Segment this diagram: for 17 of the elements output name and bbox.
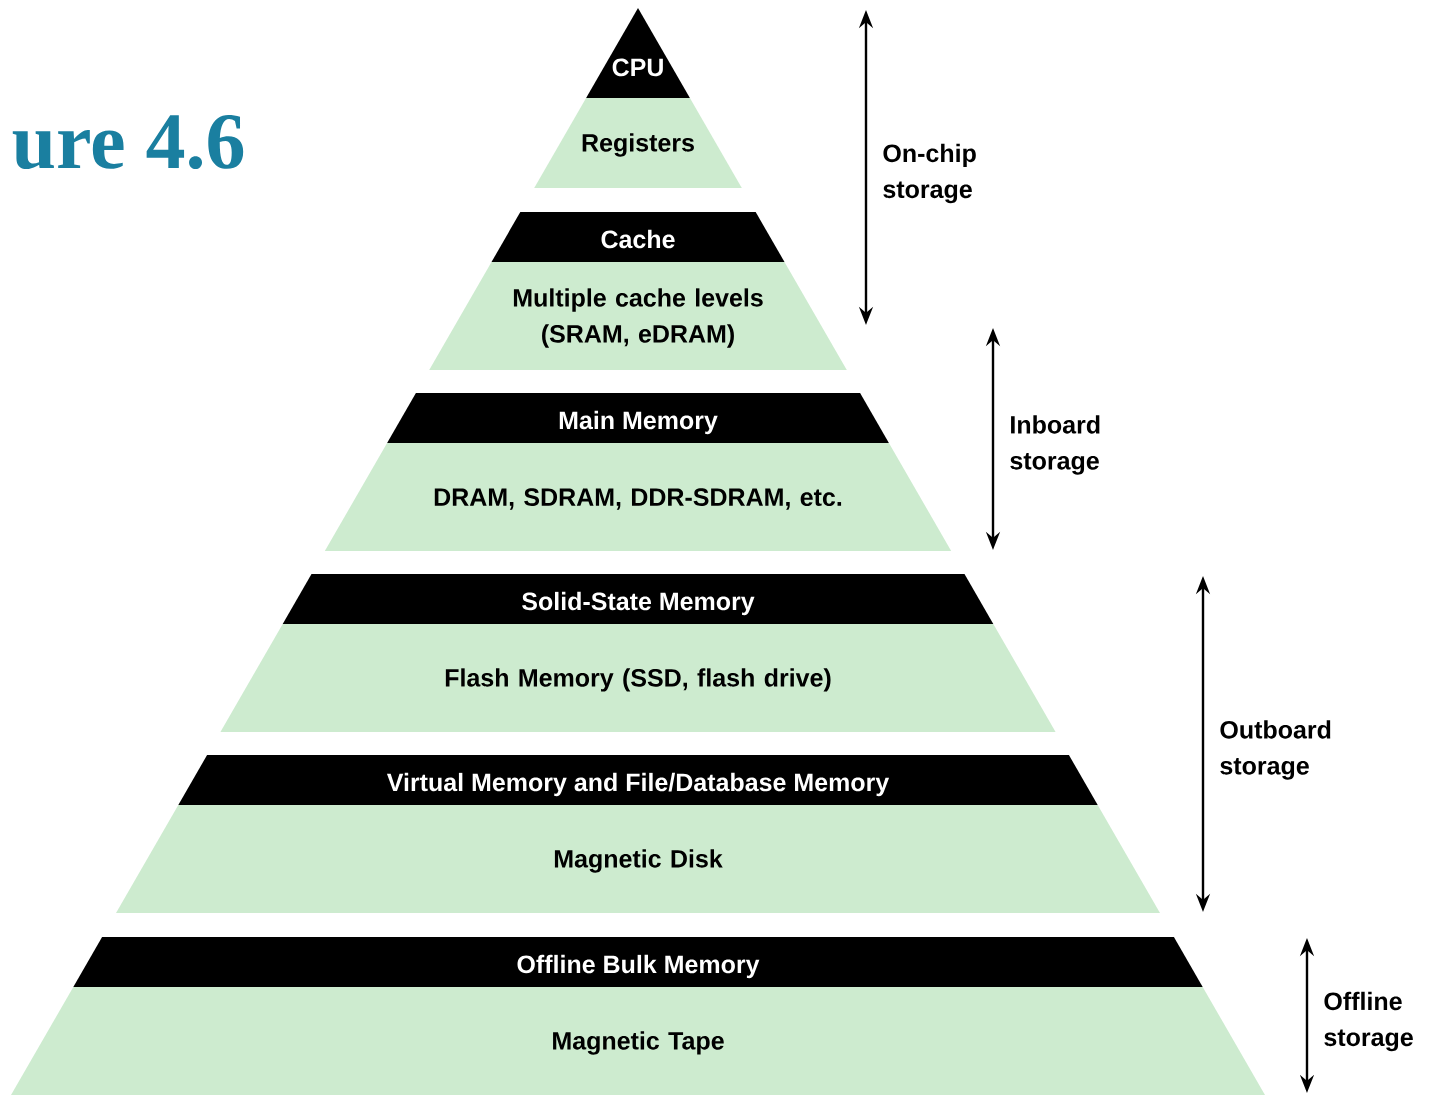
pyramid-tier: Solid-State Memory Flash Memory (SSD, flash drive) [220,574,1056,732]
node-label: Virtual Memory and File/Database Memory [386,772,890,797]
pyramid-tier: Virtual Memory and File/Database Memory Magnetic Disk [116,755,1160,913]
range-label: On-chip storage [883,143,976,204]
node-label: Main Memory [559,410,718,435]
pyramid-tier: Offline Bulk Memory Magnetic Tape [11,937,1265,1095]
figure-title: ure 4.6 [12,115,244,170]
range-label: Outboard storage [1220,720,1331,780]
node-label: Solid-State Memory [522,591,755,616]
node-label: Offline Bulk Memory [517,954,760,979]
node-label: Cache [601,229,675,249]
pyramid-tier: Main Memory DRAM, SDRAM, DDR-SDRAM, etc. [324,393,952,551]
range-label: Inboard storage [1010,415,1100,475]
pyramid-tier: CPU Registers [534,8,742,188]
pyramid-tier: Cache Multiple cache levels (SRAM, eDRAM) [429,212,847,370]
range-label: Offline storage [1324,991,1413,1052]
node-label: CPU [612,58,663,77]
